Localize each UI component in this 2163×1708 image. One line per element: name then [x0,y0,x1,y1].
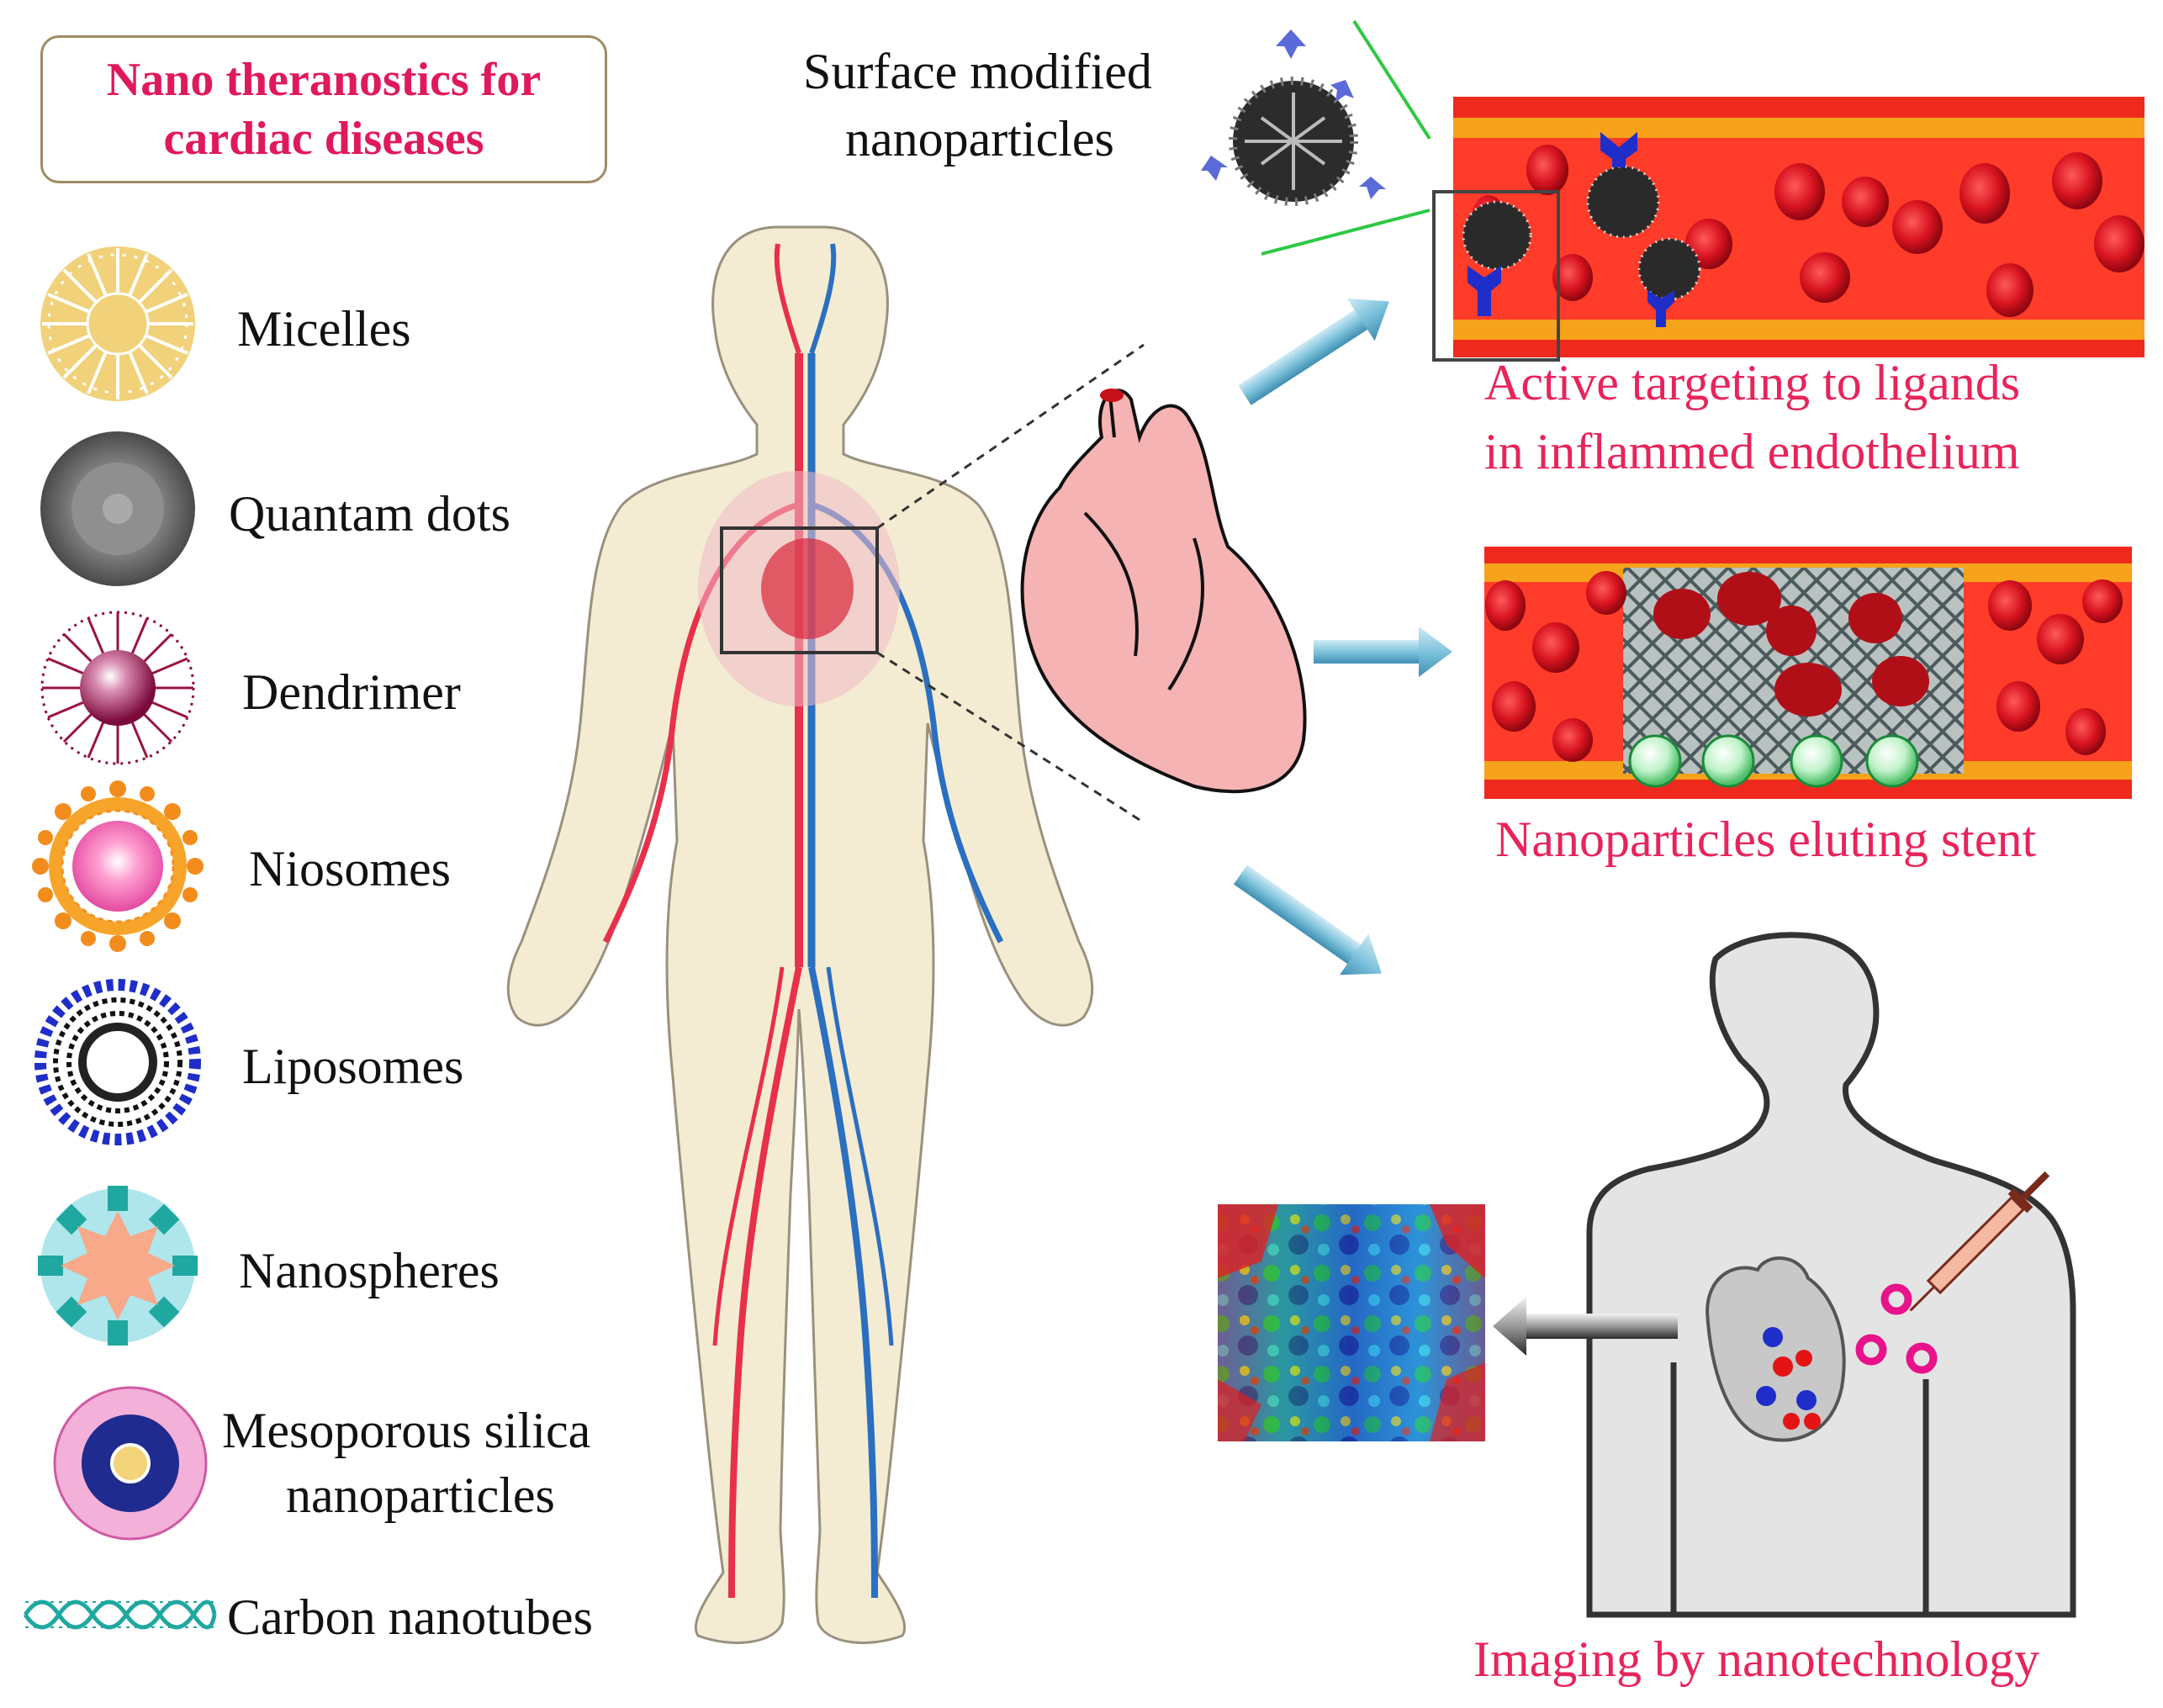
niosome-icon [32,780,204,952]
liposome-icon [34,979,201,1145]
arrow-to-imaging [1233,865,1382,976]
active-targeting-caption-line1: Active targeting to ligands [1484,355,2021,410]
nanocarrier-label-mesoporous-silica: Mesoporous silica [222,1403,591,1458]
nanosphere-icon [38,1186,198,1346]
nanocarrier-label-dendrimer: Dendrimer [242,664,461,720]
nanocarrier-label-nanoparticles: nanoparticles [286,1467,555,1523]
title-box: Nano theranostics for cardiac diseases [40,35,607,183]
imaging-person-silhouette [1586,932,2076,1618]
imaging-caption: Imaging by nanotechnology [1473,1631,2040,1687]
surface-modified-nanoparticle-icon [1201,19,1431,256]
dendrimer-icon [40,611,195,765]
active-targeting-caption-line2: in inflammed endothelium [1484,424,2020,479]
quantum-dot-icon [40,431,195,586]
active-targeting-vessel [1432,97,2144,362]
arrow-to-image-output [1493,1297,1678,1356]
human-anatomy-illustration [506,225,1145,1644]
micelle-icon [40,246,195,401]
nanocarrier-label-quantum-dots: Quantam dots [229,486,510,542]
imaging-heatmap [1218,1204,1485,1441]
carbon-nanotube-icon [23,1600,217,1630]
stent-vessel [1484,547,2132,799]
nanocarrier-label-liposomes: Liposomes [242,1039,464,1094]
nanocarrier-label-carbon-nanotubes: Carbon nanotubes [227,1589,593,1645]
nanocarrier-label-niosomes: Niosomes [249,841,451,896]
stent-caption: Nanoparticles eluting stent [1495,812,2037,867]
heart-illustration [1020,389,1307,794]
surface-modified-label-line2: nanoparticles [845,111,1114,167]
arrow-to-targeting [1238,298,1389,405]
nanocarrier-label-nanospheres: Nanospheres [239,1243,500,1298]
syringe-icon [1909,1171,2050,1312]
nanocarrier-label-micelles: Micelles [237,301,411,357]
arrow-to-stent [1314,627,1452,677]
figure-title: Nano theranostics for cardiac diseases [106,54,542,165]
mesoporous-silica-icon [53,1386,208,1541]
surface-modified-label-line1: Surface modified [803,44,1152,99]
